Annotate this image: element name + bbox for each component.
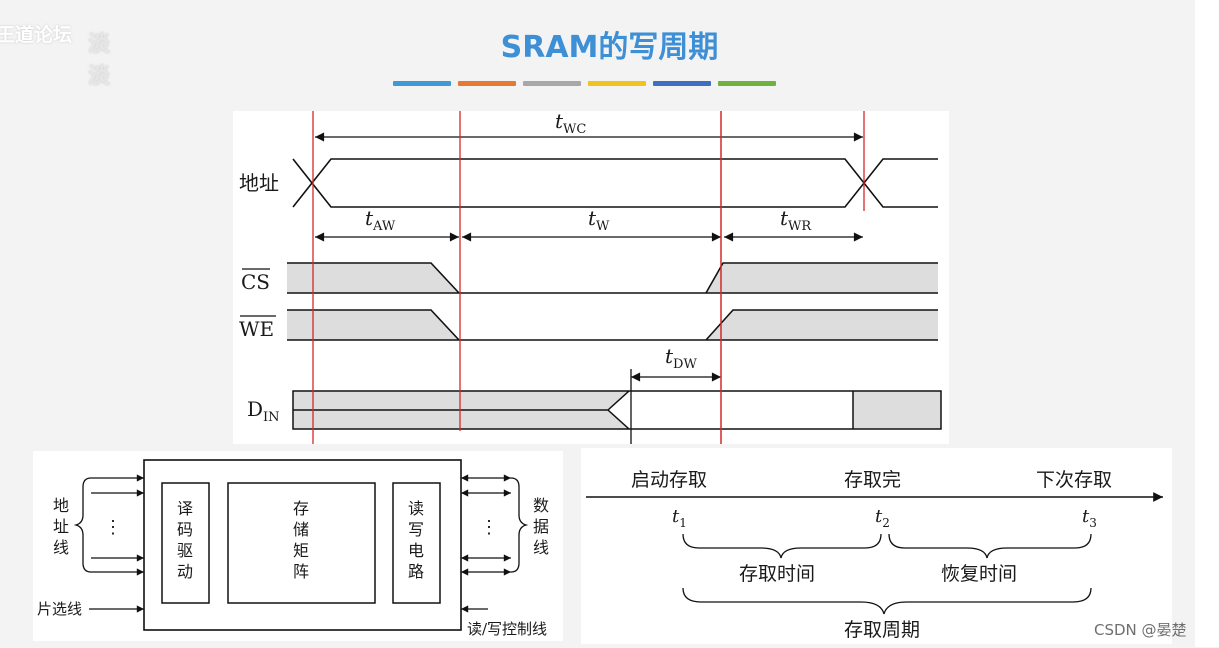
- cycle-time-brace: [682, 587, 1092, 615]
- block-diagram-panel: 译 码 驱 动 存 储 矩 阵 读 写 电 路 地 址 线 ⋮ 数 据 线 ⋮ …: [33, 451, 563, 641]
- start-access-label: 启动存取: [631, 469, 707, 491]
- array-box: [227, 482, 376, 604]
- block-diagram: 译 码 驱 动 存 储 矩 阵 读 写 电 路 地 址 线 ⋮ 数 据 线 ⋮ …: [37, 459, 549, 638]
- twr-label: tWR: [780, 206, 812, 234]
- cs-label: CS: [241, 270, 270, 294]
- data-line-char-3: 线: [533, 538, 549, 557]
- slide-title: SRAM的写周期: [500, 30, 719, 65]
- slide-right-strip: [1195, 0, 1219, 647]
- addr-line-char-2: 址: [53, 517, 69, 536]
- access-done-label: 存取完: [844, 469, 901, 491]
- decoder-box: [161, 482, 210, 604]
- addr-label: 地址: [239, 171, 279, 195]
- din-label: DIN: [247, 397, 280, 425]
- t1-label: t1: [672, 506, 687, 530]
- decoder-char-1: 译: [177, 499, 193, 518]
- addr-wave: [292, 158, 938, 208]
- addr-dots: ⋮: [104, 517, 122, 538]
- taw-label: tAW: [365, 206, 396, 234]
- watermark-glyph: 淡淡: [88, 32, 113, 89]
- array-char-2: 储: [293, 520, 309, 539]
- access-cycle-panel: 启动存取 存取完 下次存取 t1 t2 t3 存取时间 恢复时间 存取周期: [581, 448, 1172, 644]
- we-label: WE: [239, 317, 274, 341]
- rw-char-4: 路: [408, 562, 424, 581]
- rw-char-3: 电: [408, 541, 424, 560]
- recovery-time-label: 恢复时间: [941, 563, 1017, 585]
- addr-brace: [73, 477, 92, 573]
- decoder-char-4: 动: [177, 562, 193, 581]
- cs-fill-right: [706, 263, 938, 293]
- access-time-brace: [682, 533, 882, 559]
- timing-diagram-panel: tWC 地址 tAW tW tWR CS WE tDW DIN: [233, 109, 949, 444]
- data-dots: ⋮: [480, 517, 498, 538]
- watermark: 王道论坛 淡淡: [0, 20, 110, 89]
- data-brace: [510, 477, 529, 573]
- access-cycle-diagram: 启动存取 存取完 下次存取 t1 t2 t3 存取时间 恢复时间 存取周期: [586, 469, 1163, 641]
- we-fill-left: [287, 310, 459, 340]
- t2-label: t2: [875, 506, 890, 530]
- color-bar-2: [458, 81, 516, 86]
- watermark-text: 王道论坛: [0, 24, 73, 46]
- t3-label: t3: [1082, 506, 1097, 530]
- data-line-char-1: 数: [533, 496, 549, 515]
- next-access-label: 下次存取: [1036, 469, 1112, 491]
- array-char-3: 矩: [293, 541, 309, 560]
- addr-line-char-1: 地: [53, 496, 69, 515]
- twc-label: tWC: [555, 111, 586, 137]
- decoder-char-3: 驱: [177, 541, 193, 560]
- timing-diagram: tWC 地址 tAW tW tWR CS WE tDW DIN: [239, 109, 942, 444]
- tdw-label: tDW: [665, 344, 697, 372]
- recovery-time-brace: [888, 533, 1092, 559]
- color-bar-6: [718, 81, 776, 86]
- array-char-1: 存: [293, 499, 309, 518]
- cs-fill-left: [287, 263, 459, 293]
- rw-char-2: 写: [408, 520, 424, 539]
- array-char-4: 阵: [293, 562, 309, 581]
- color-bar-5: [653, 81, 711, 86]
- chip-outline: [143, 459, 462, 631]
- tw-label: tW: [588, 206, 610, 234]
- color-bar-4: [588, 81, 646, 86]
- access-time-label: 存取时间: [739, 563, 815, 585]
- color-bar-3: [523, 81, 581, 86]
- cycle-time-label: 存取周期: [844, 619, 920, 641]
- decoder-char-2: 码: [177, 520, 193, 539]
- cs-wave: [287, 262, 938, 294]
- din-wave: [292, 390, 942, 430]
- csdn-credit: CSDN @晏楚: [1094, 621, 1187, 639]
- rw-box: [392, 482, 441, 604]
- cs-line-label: 片选线: [37, 600, 82, 618]
- rw-char-1: 读: [408, 499, 424, 518]
- we-fill-right: [706, 310, 938, 340]
- color-bar-1: [393, 81, 451, 86]
- rw-ctrl-label: 读/写控制线: [467, 620, 547, 638]
- addr-line-char-3: 线: [53, 538, 69, 557]
- data-line-char-2: 据: [533, 517, 549, 536]
- we-wave: [287, 309, 938, 341]
- din-fill-right: [853, 391, 941, 429]
